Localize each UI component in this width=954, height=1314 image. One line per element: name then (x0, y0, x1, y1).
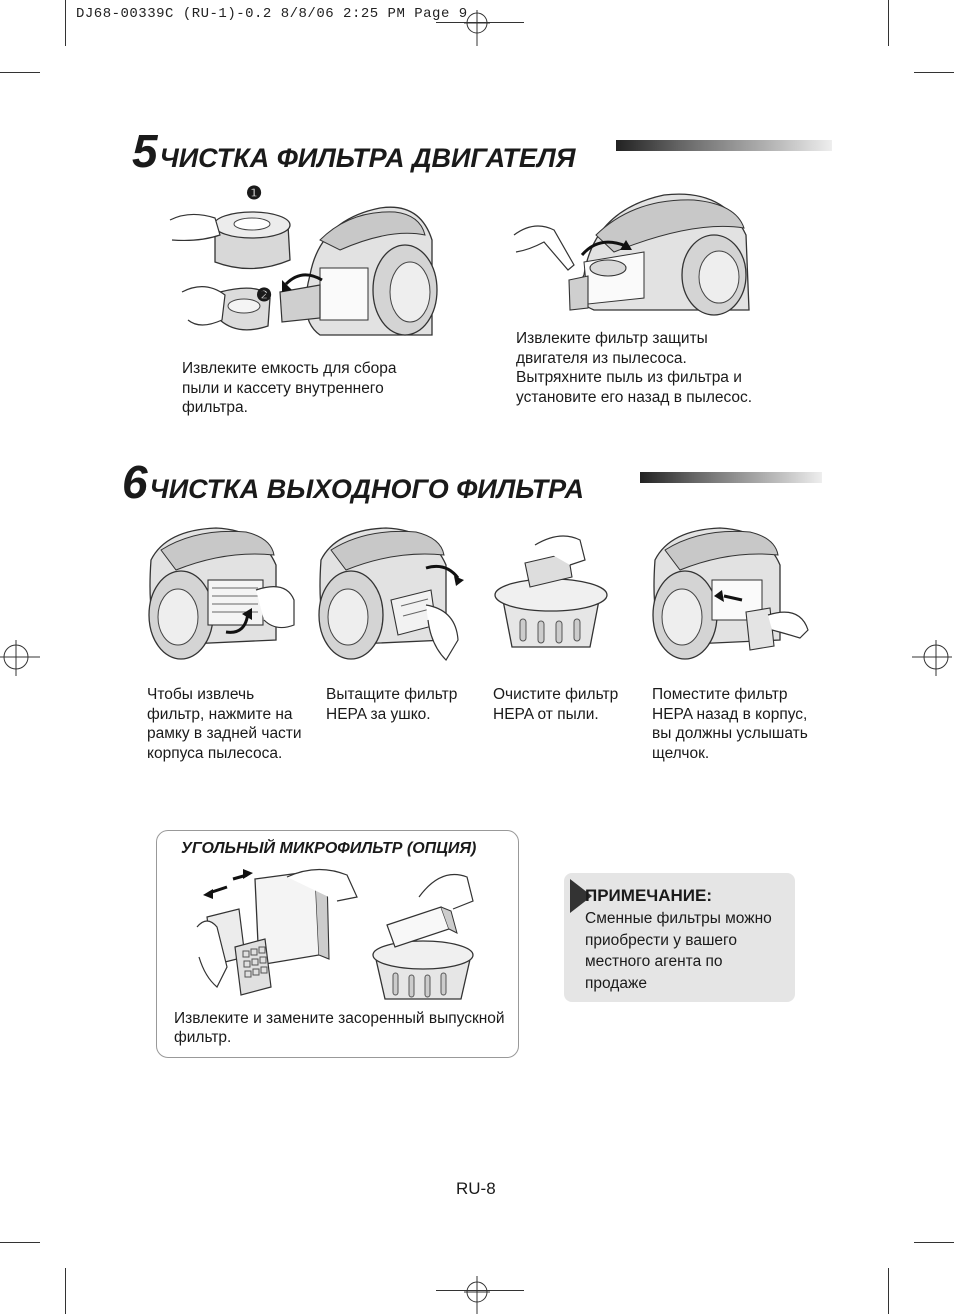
charcoal-filter-disposal-illustration (372, 873, 474, 1000)
section-5-title: ЧИСТКА ФИЛЬТРА ДВИГАТЕЛЯ (159, 143, 576, 173)
registration-mark-left (0, 640, 40, 676)
note-title: ПРИМЕЧАНИЕ: (585, 886, 712, 905)
charcoal-filter-caption: Извлеките и замените засоренный выпускно… (174, 1010, 505, 1046)
registration-mark-right (912, 640, 952, 676)
section-6-number: 6 (122, 456, 148, 508)
exhaust-filter-step-4-illustration (652, 527, 809, 660)
section-6-caption-4: Поместите фильтр HEPA назад в корпус, вы… (652, 686, 808, 762)
exhaust-filter-step-1-illustration (148, 527, 295, 660)
step-2-marker: ❷ (256, 285, 273, 305)
charcoal-filter-title: УГОЛЬНЫЙ МИКРОФИЛЬТР (ОПЦИЯ) (181, 840, 477, 857)
dust-bin-removal-illustration (169, 206, 438, 336)
note-box: ПРИМЕЧАНИЕ: Сменные фильтры можно приобр… (564, 873, 795, 1002)
section-5-number: 5 (132, 125, 158, 177)
registration-mark-top (464, 10, 490, 46)
section-5-caption-left: Извлеките емкость для сбора пыли и кассе… (182, 360, 397, 416)
print-header: DJ68-00339C (RU-1)-0.2 8/8/06 2:25 PM Pa… (76, 6, 468, 22)
page-number: RU-8 (456, 1179, 496, 1198)
step-1-marker: ❶ (246, 183, 263, 203)
charcoal-filter-box: УГОЛЬНЫЙ МИКРОФИЛЬТР (ОПЦИЯ) Извлеките и… (156, 830, 519, 1058)
section-6-title: ЧИСТКА ВЫХОДНОГО ФИЛЬТРА (149, 474, 584, 504)
section-6-title-bar (640, 472, 822, 483)
motor-filter-removal-illustration (513, 193, 750, 316)
note-text: Сменные фильтры можно приобрести у вашег… (585, 910, 772, 992)
exhaust-filter-step-2-illustration (318, 527, 464, 661)
exhaust-filter-step-3-illustration (494, 535, 608, 648)
registration-mark-bottom (464, 1276, 490, 1314)
section-6-caption-3: Очистите фильтр HEPA от пыли. (493, 686, 619, 723)
section-5-title-bar (616, 140, 832, 151)
charcoal-filter-replace-illustration (196, 868, 358, 996)
section-6-caption-1: Чтобы извлечь фильтр, нажмите на рамку в… (147, 686, 302, 762)
section-5-caption-right: Извлеките фильтр защиты двигателя из пыл… (516, 330, 753, 406)
section-6-caption-2: Вытащите фильтр HEPA за ушко. (326, 686, 458, 723)
triangle-marker-icon (570, 879, 592, 913)
